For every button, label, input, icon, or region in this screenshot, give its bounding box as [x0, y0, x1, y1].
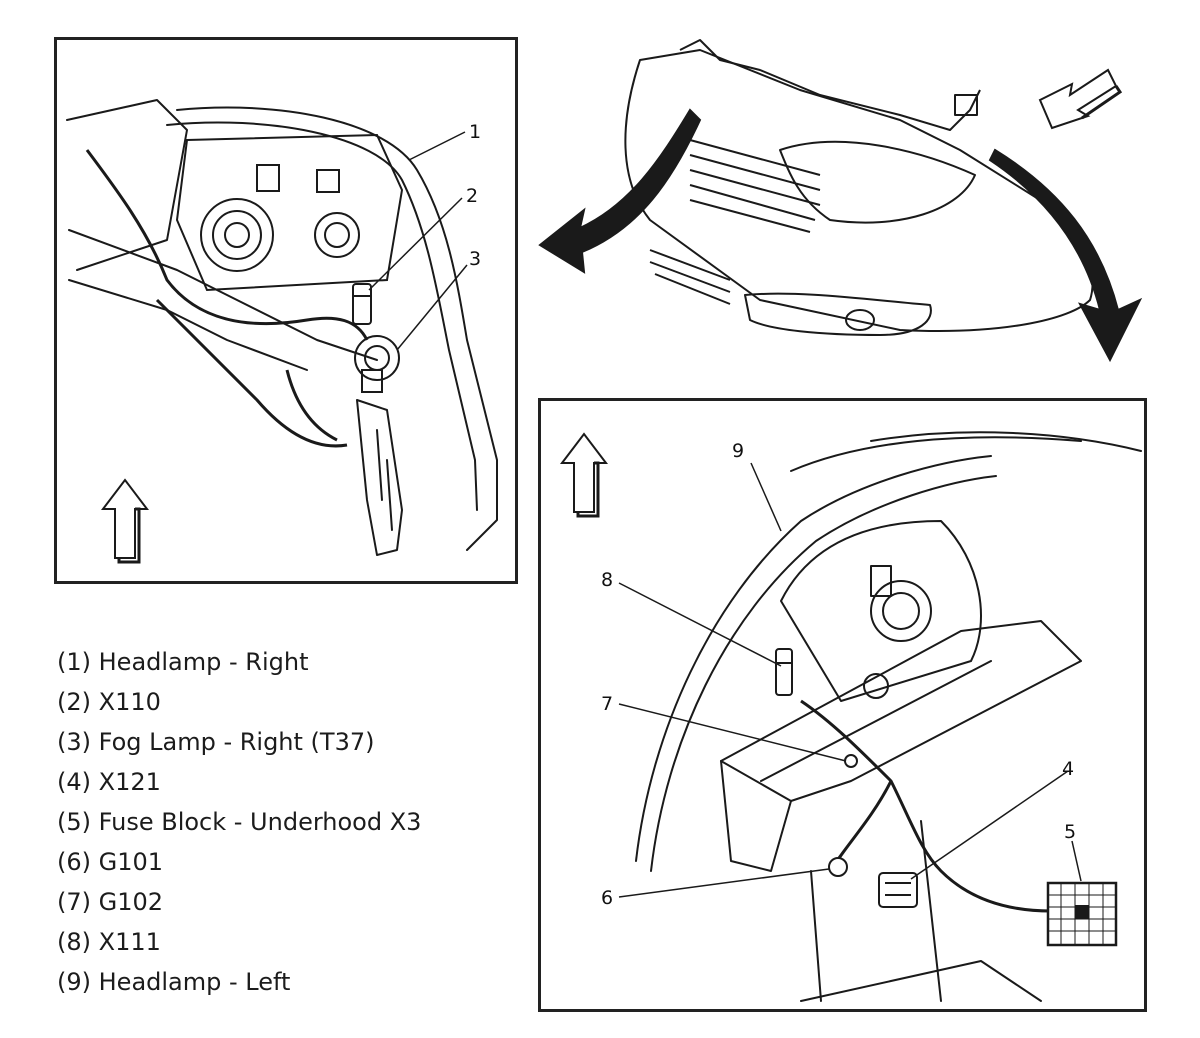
leader-line-5: [1071, 840, 1082, 882]
left-curved-arrow: [538, 108, 702, 274]
legend-item: (2) X110: [57, 688, 161, 716]
legend-item: (9) Headlamp - Left: [57, 968, 291, 996]
fender-curve-outer: [635, 455, 992, 862]
callout-2: 2: [466, 185, 478, 207]
callout-6: 6: [601, 887, 613, 909]
leader-line-8: [618, 582, 782, 667]
leader-line-7: [618, 703, 847, 762]
wiring-harness: [85, 149, 369, 448]
fog-lamp-opening: [744, 292, 932, 336]
leader-line-3: [396, 264, 468, 351]
callout-8: 8: [601, 569, 613, 591]
left-headlamp-illustration: 9 8 7 4 5 6: [559, 431, 1142, 1002]
x111-connector: [775, 648, 793, 696]
up-arrow-icon: [100, 478, 150, 564]
fog-lamp-right: [354, 335, 400, 393]
fuse-block-underhood: [1046, 881, 1118, 947]
vehicle-front-overview: [538, 39, 1143, 363]
wiring-harness-left: [800, 699, 1052, 913]
headlamp-housing: [175, 133, 404, 292]
front-fascia-outline: [624, 49, 1094, 332]
headlamp-opening-left: [779, 140, 976, 224]
leader-line-6: [618, 868, 830, 898]
headlamp-high-beam: [314, 212, 360, 258]
g101-ground: [828, 857, 848, 877]
leader-line-1: [408, 131, 466, 161]
callout-3: 3: [469, 248, 481, 270]
headlamp-low-beam: [200, 198, 274, 272]
lower-bracket: [356, 399, 403, 556]
callout-9: 9: [732, 440, 744, 462]
callout-7: 7: [601, 693, 613, 715]
legend-item: (8) X111: [57, 928, 161, 956]
left-headlamp-detail-panel: 9 8 7 4 5 6: [538, 398, 1147, 1012]
left-headlamp-housing: [780, 520, 982, 702]
leader-line-9: [750, 462, 782, 532]
x110-connector: [352, 283, 372, 325]
leader-line-2: [368, 197, 463, 291]
bumper-fascia-outline: [176, 106, 498, 551]
view-direction-arrow-icon: [1038, 68, 1123, 130]
legend-item: (7) G102: [57, 888, 164, 916]
legend-item: (3) Fog Lamp - Right (T37): [57, 728, 375, 756]
x121-connector: [878, 872, 918, 908]
right-curved-arrow: [988, 148, 1143, 363]
legend-item: (4) X121: [57, 768, 161, 796]
legend-item: (1) Headlamp - Right: [57, 648, 309, 676]
exploded-view-arrows: [538, 108, 1143, 363]
right-headlamp-illustration: 1 2 3: [66, 99, 498, 564]
g102-ground: [844, 754, 858, 768]
callout-5: 5: [1064, 821, 1076, 843]
right-headlamp-detail-panel: 1 2 3: [54, 37, 518, 584]
up-arrow-icon: [559, 432, 609, 518]
callout-4: 4: [1062, 758, 1074, 780]
callout-1: 1: [469, 121, 481, 143]
leader-line-4: [910, 770, 1069, 880]
legend-item: (6) G101: [57, 848, 164, 876]
component-legend: (1) Headlamp - Right (2) X110 (3) Fog La…: [57, 642, 421, 1002]
legend-item: (5) Fuse Block - Underhood X3: [57, 808, 422, 836]
